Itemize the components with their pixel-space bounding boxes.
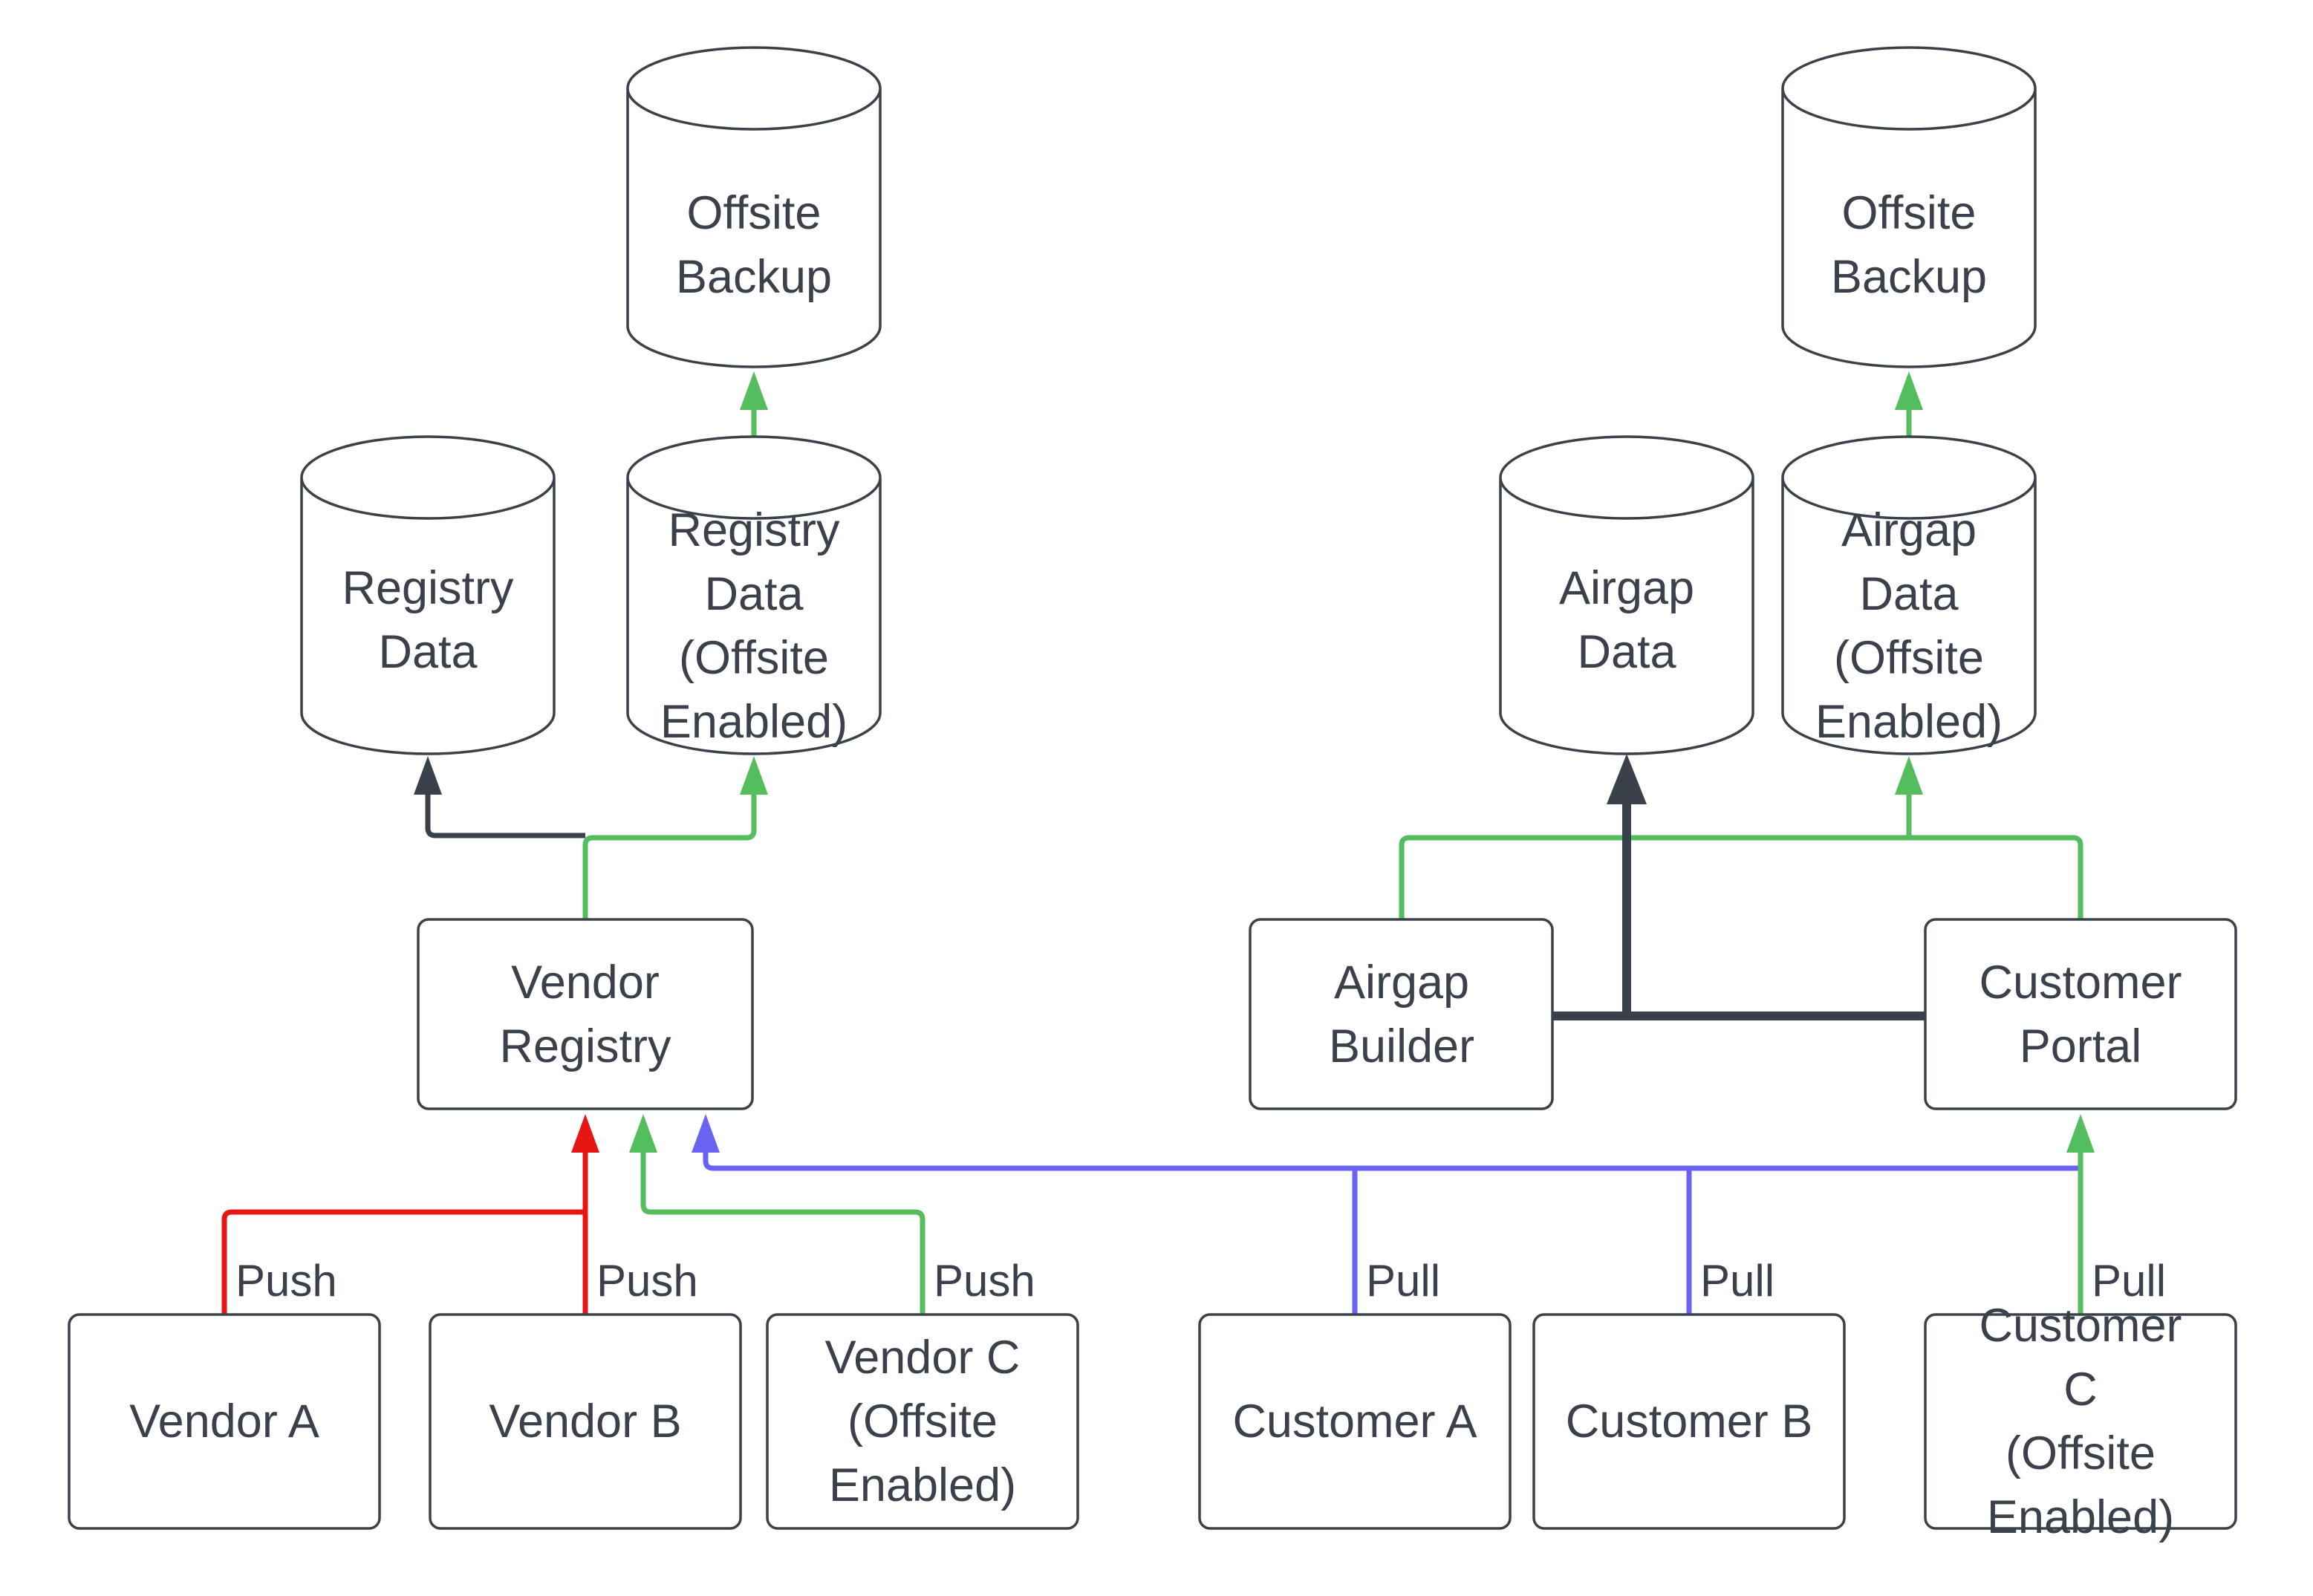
label-vendor-c: Vendor C (Offsite Enabled) — [824, 1332, 1021, 1511]
arrowhead-vendor-push — [571, 1114, 599, 1153]
edge-vendor-c-push — [640, 1153, 925, 1315]
edge-label-pull-customer-c: Pull — [2092, 1256, 2167, 1306]
cylinder-offsite-backup-left — [626, 46, 882, 368]
box-vendor-a — [68, 1313, 381, 1530]
box-customer-a — [1198, 1313, 1512, 1530]
cylinder-airgap-data — [1499, 435, 1754, 755]
edge-vendor-registry-to-registry-data — [425, 795, 585, 838]
box-vendor-registry — [417, 918, 754, 1110]
arrowhead-offsite-backup-left — [740, 371, 768, 410]
edge-customer-portal-to-airgap-data — [1552, 804, 1925, 1020]
edge-vendor-a-push — [221, 1209, 585, 1315]
box-vendor-b — [429, 1313, 742, 1530]
label-customer-b: Customer B — [1565, 1395, 1813, 1447]
arrowhead-registry-data — [414, 756, 442, 795]
label-registry-data-offsite: Registry Data (Offsite Enabled) — [660, 504, 848, 748]
arrowhead-registry-data-offsite — [740, 756, 768, 795]
cylinder-airgap-data-offsite — [1781, 435, 2037, 755]
label-customer-a: Customer A — [1232, 1395, 1477, 1447]
box-customer-c — [1924, 1313, 2237, 1530]
edge-label-pull-customer-b: Pull — [1700, 1256, 1775, 1306]
cylinder-registry-data — [300, 435, 556, 755]
label-registry-data: Registry Data — [342, 562, 514, 678]
arrowhead-airgap-data-offsite — [1895, 756, 1923, 795]
box-vendor-c — [766, 1313, 1079, 1530]
label-vendor-b: Vendor B — [489, 1395, 682, 1447]
edge-vendor-registry-to-registry-data-offsite — [582, 795, 757, 919]
arrowhead-airgap-data — [1607, 754, 1647, 804]
label-customer-portal: Customer Portal — [1979, 957, 2182, 1072]
label-customer-c: Customer C (Offsite Enabled) — [1979, 1300, 2182, 1543]
arrowhead-customer-c-pull — [2066, 1114, 2095, 1153]
label-airgap-data: Airgap Data — [1558, 562, 1695, 678]
box-airgap-builder — [1249, 918, 1554, 1110]
label-vendor-a: Vendor A — [129, 1395, 319, 1447]
arrowhead-offsite-backup-right — [1895, 371, 1923, 410]
label-offsite-backup-left: Offsite Backup — [675, 187, 833, 303]
edge-label-pull-customer-a: Pull — [1366, 1256, 1441, 1306]
arrowhead-vendor-c-push — [629, 1114, 657, 1153]
box-customer-portal — [1924, 918, 2237, 1110]
edge-label-push-vendor-a: Push — [235, 1256, 337, 1306]
edge-customers-pull — [703, 1153, 2083, 1315]
label-airgap-builder: Airgap Builder — [1328, 957, 1475, 1072]
edge-label-push-vendor-c: Push — [934, 1256, 1035, 1306]
cylinder-offsite-backup-right — [1781, 46, 2037, 368]
label-airgap-data-offsite: Airgap Data (Offsite Enabled) — [1815, 504, 2003, 748]
arrowhead-customers-pull — [692, 1114, 720, 1153]
box-customer-b — [1532, 1313, 1846, 1530]
cylinder-registry-data-offsite — [626, 435, 882, 755]
edge-label-push-vendor-b: Push — [596, 1256, 698, 1306]
label-offsite-backup-right: Offsite Backup — [1830, 187, 1988, 303]
label-vendor-registry: Vendor Registry — [499, 957, 671, 1072]
edge-airgap-builder-customer-portal-green — [1399, 795, 2083, 919]
